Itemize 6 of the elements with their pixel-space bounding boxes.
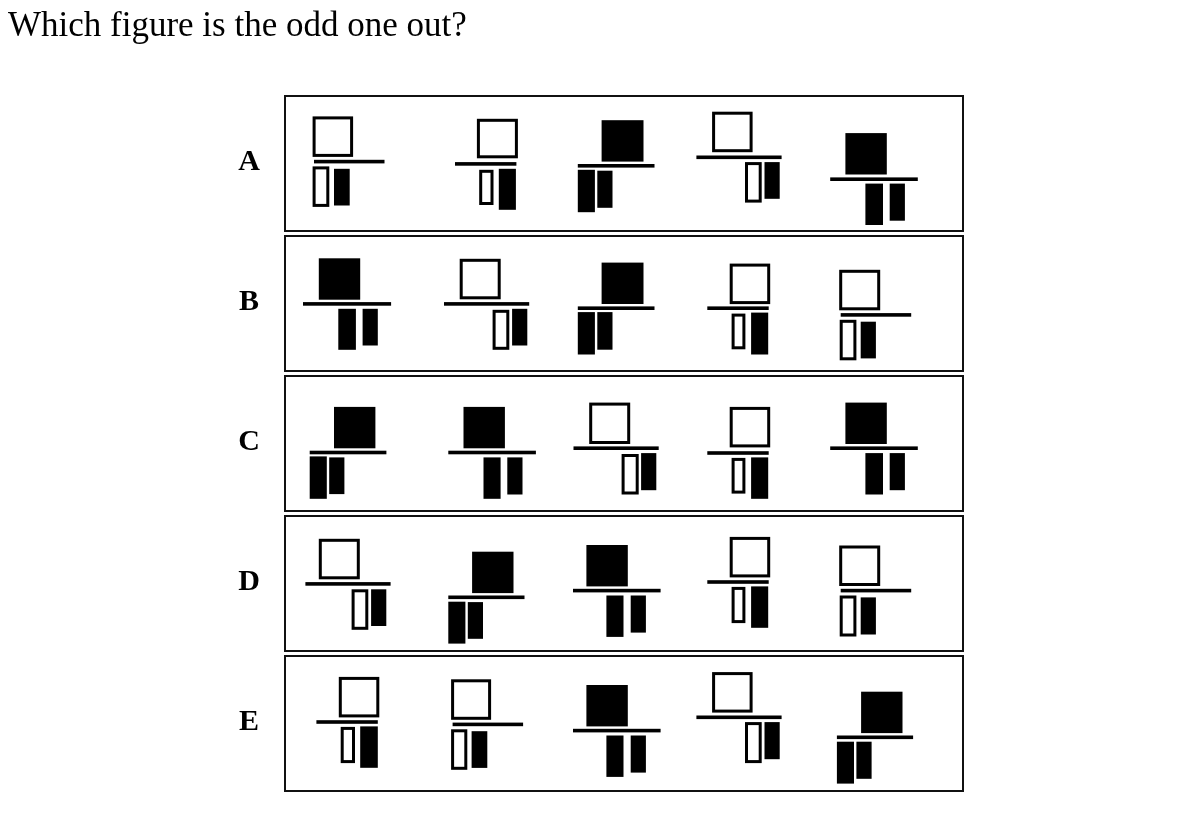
option-letter: E [238, 705, 260, 735]
option-letter: A [237, 145, 261, 175]
option-letter: B [238, 285, 260, 315]
option-letter: C [237, 425, 261, 455]
question-title: Which figure is the odd one out? [8, 5, 467, 45]
option-letter: D [237, 565, 261, 595]
